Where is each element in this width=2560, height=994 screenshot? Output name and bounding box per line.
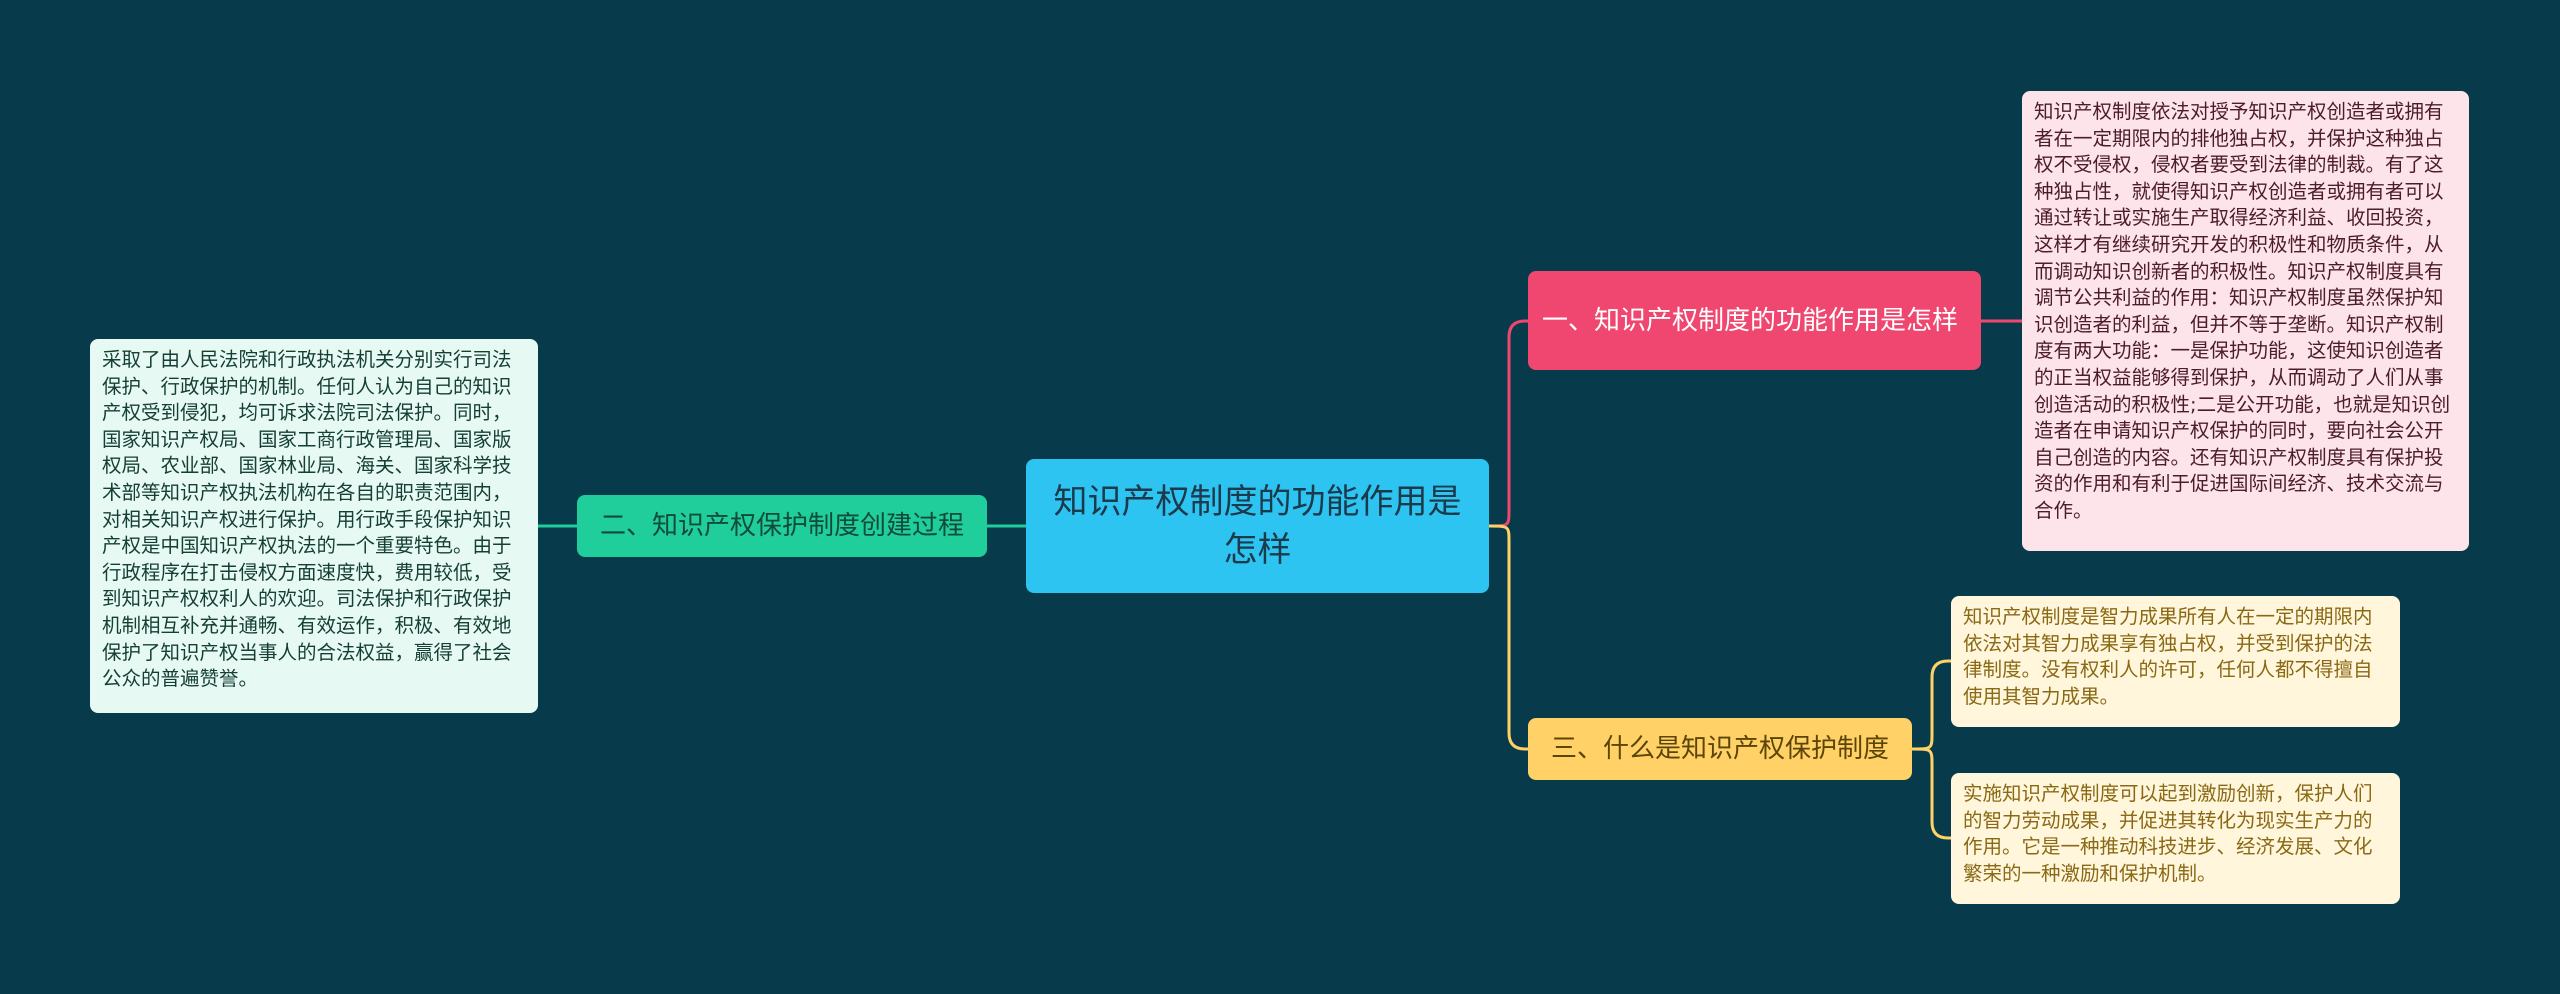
connector-root-to-top: [1488, 319, 1528, 528]
branch-what-is-protection-label: 三、什么是知识产权保护制度: [1550, 734, 1889, 764]
branch-creation-process-label: 二、知识产权保护制度创建过程: [599, 511, 964, 541]
leaf-creation-detail-text: 采取了由人民法院和行政执法机关分别实行司法保护、行政保护的机制。任何人认为自己的…: [102, 348, 512, 691]
connector-bottom-to-leaf-2: [1911, 747, 1951, 840]
root-topic-label: 知识产权制度的功能作用是怎样: [1053, 482, 1462, 570]
branch-function-label: 一、知识产权制度的功能作用是怎样: [1542, 305, 1959, 336]
root-topic[interactable]: 知识产权制度的功能作用是怎样: [1026, 459, 1489, 593]
leaf-creation-detail[interactable]: 采取了由人民法院和行政执法机关分别实行司法保护、行政保护的机制。任何人认为自己的…: [90, 339, 538, 713]
leaf-function-detail-text: 知识产权制度依法对授予知识产权创造者或拥有者在一定期限内的排他独占权，并保护这种…: [2034, 100, 2451, 522]
leaf-definition-text: 知识产权制度是智力成果所有人在一定的期限内依法对其智力成果享有独占权，并受到保护…: [1963, 605, 2373, 708]
connector-root-to-bottom: [1488, 524, 1528, 751]
branch-what-is-protection[interactable]: 三、什么是知识产权保护制度: [1528, 718, 1912, 780]
leaf-incentive[interactable]: 实施知识产权制度可以起到激励创新，保护人们的智力劳动成果，并促进其转化为现实生产…: [1951, 773, 2400, 904]
branch-creation-process[interactable]: 二、知识产权保护制度创建过程: [577, 495, 987, 557]
branch-function[interactable]: 一、知识产权制度的功能作用是怎样: [1528, 271, 1981, 370]
leaf-definition[interactable]: 知识产权制度是智力成果所有人在一定的期限内依法对其智力成果享有独占权，并受到保护…: [1951, 596, 2400, 727]
leaf-incentive-text: 实施知识产权制度可以起到激励创新，保护人们的智力劳动成果，并促进其转化为现实生产…: [1963, 782, 2373, 885]
connector-bottom-to-leaf-1: [1911, 659, 1951, 751]
leaf-function-detail[interactable]: 知识产权制度依法对授予知识产权创造者或拥有者在一定期限内的排他独占权，并保护这种…: [2022, 91, 2469, 551]
